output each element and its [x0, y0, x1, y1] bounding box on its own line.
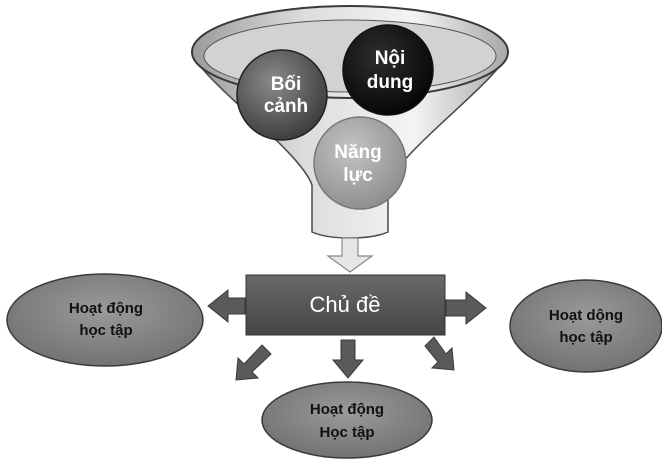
- funnel-item-line2: dung: [367, 72, 413, 93]
- arrow-down-right: [424, 336, 455, 371]
- arrow-left: [207, 288, 246, 324]
- funnel-item-line1: Bối: [271, 74, 302, 95]
- center-box: Chủ đề: [245, 274, 446, 336]
- activity-right-line2: học tập: [559, 329, 612, 346]
- activity-left-line1: Hoạt động: [69, 300, 143, 317]
- activity-bottom-line2: Học tập: [319, 424, 374, 441]
- down-arrow: [326, 237, 374, 273]
- funnel-item-line2: cảnh: [264, 96, 308, 117]
- arrow-down: [331, 339, 365, 379]
- center-label: Chủ đề: [310, 292, 381, 317]
- funnel-item-line1: Năng: [334, 142, 382, 163]
- activity-right: Hoạt dộng học tập: [509, 279, 662, 373]
- activity-left: Hoạt động học tập: [6, 273, 204, 367]
- arrows: [207, 288, 487, 381]
- activity-bottom-line1: Hoạt động: [310, 401, 384, 418]
- arrow-down-left: [235, 344, 272, 381]
- activity-left-line2: học tập: [79, 322, 132, 339]
- funnel-item-boi-canh: Bối cảnh: [236, 49, 328, 141]
- activity-bottom: Hoạt động Học tập: [261, 381, 433, 459]
- activity-right-line1: Hoạt dộng: [549, 307, 623, 324]
- funnel-item-nang-luc: Năng lực: [313, 116, 407, 210]
- funnel-item-line2: lực: [343, 165, 373, 186]
- arrow-right: [445, 290, 487, 326]
- funnel-item-line1: Nội: [375, 48, 406, 69]
- funnel: Bối cảnh Nội dung Năng lực: [191, 5, 509, 239]
- funnel-item-noi-dung: Nội dung: [342, 24, 434, 116]
